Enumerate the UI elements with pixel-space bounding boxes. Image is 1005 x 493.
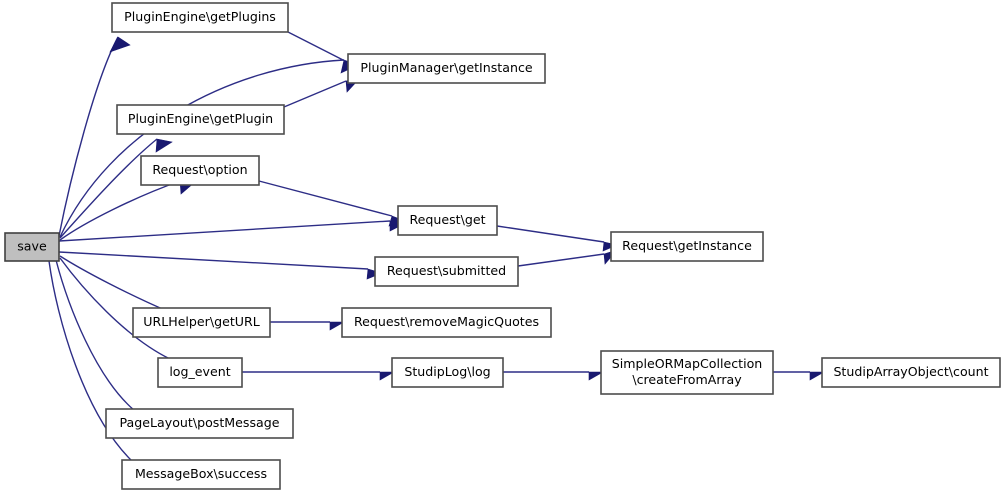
edge-line: [59, 180, 181, 241]
node-request_getinstance[interactable]: Request\getInstance: [610, 231, 764, 262]
node-box[interactable]: [374, 256, 519, 287]
node-label: Request\option: [152, 162, 247, 177]
node-label: Request\submitted: [387, 263, 506, 278]
node-label: MessageBox\success: [135, 466, 267, 481]
node-box[interactable]: [4, 232, 60, 262]
node-box[interactable]: [121, 459, 281, 490]
node-box[interactable]: [132, 307, 271, 338]
node-label: \createFromArray: [632, 372, 742, 387]
edge-save-to-request_option: [59, 180, 196, 241]
node-save[interactable]: save: [4, 232, 60, 262]
node-studiplog_log[interactable]: StudipLog\log: [391, 357, 504, 388]
node-messagebox_success[interactable]: MessageBox\success: [121, 459, 281, 490]
node-label: log_event: [169, 364, 230, 379]
node-box[interactable]: [600, 350, 774, 395]
node-pluginmanager_getinstance[interactable]: PluginManager\getInstance: [347, 53, 546, 84]
node-box[interactable]: [140, 155, 260, 186]
node-box[interactable]: [610, 231, 764, 262]
node-label: Request\getInstance: [622, 238, 752, 253]
node-box[interactable]: [157, 357, 243, 388]
node-label: PluginEngine\getPlugin: [128, 111, 273, 126]
node-request_get[interactable]: Request\get: [397, 205, 498, 236]
node-label: PluginEngine\getPlugins: [124, 9, 276, 24]
arrowhead-icon: [809, 371, 826, 381]
edge-save-to-request_get: [58, 220, 405, 242]
edge-line: [59, 257, 171, 360]
edge-line: [258, 180, 393, 217]
node-box[interactable]: [821, 357, 1001, 388]
edge-line: [496, 225, 605, 243]
node-box[interactable]: [116, 104, 285, 135]
edge-line: [59, 59, 345, 238]
node-request_option[interactable]: Request\option: [140, 155, 260, 186]
edge-request_option-to-request_get: [258, 180, 406, 227]
node-box[interactable]: [105, 408, 294, 439]
edge-save-to-request_submitted: [58, 251, 383, 280]
node-label: save: [17, 239, 47, 254]
node-box[interactable]: [341, 307, 552, 338]
edge-line: [48, 260, 133, 462]
node-label: SimpleORMapCollection: [612, 356, 763, 371]
arrowhead-icon: [329, 321, 346, 331]
node-label: Request\removeMagicQuotes: [354, 314, 539, 329]
node-log_event[interactable]: log_event: [157, 357, 243, 388]
edge-save-to-messagebox_success: [48, 260, 146, 473]
node-box[interactable]: [111, 2, 289, 33]
edge-save-to-pagelayout_postmessage: [55, 259, 149, 423]
edge-simpleormapcollection_createfromarray-to-studiparrayobject_count: [773, 371, 826, 381]
node-label: Request\get: [409, 212, 485, 227]
edge-request_get-to-request_getinstance: [496, 225, 618, 252]
edge-save-to-pluginmanager_getinstance: [59, 59, 359, 238]
node-request_removemagicquotes[interactable]: Request\removeMagicQuotes: [341, 307, 552, 338]
node-box[interactable]: [391, 357, 504, 388]
edge-log_event-to-studiplog_log: [242, 371, 396, 381]
arrowhead-icon: [588, 371, 605, 381]
edge-request_submitted-to-request_getinstance: [517, 249, 618, 267]
edge-line: [59, 255, 168, 312]
node-studiparrayobject_count[interactable]: StudipArrayObject\count: [821, 357, 1001, 388]
edge-line: [55, 259, 136, 412]
node-box[interactable]: [347, 53, 546, 84]
arrowhead-icon: [379, 371, 396, 381]
edge-line: [58, 220, 391, 242]
node-label: PluginManager\getInstance: [360, 60, 532, 75]
edge-line: [517, 253, 605, 267]
node-label: StudipLog\log: [404, 364, 490, 379]
node-pluginengine_getplugins[interactable]: PluginEngine\getPlugins: [111, 2, 289, 33]
edge-line: [287, 31, 346, 62]
edge-studiplog_log-to-simpleormapcollection_createfromarray: [503, 371, 605, 381]
node-simpleormapcollection_createfromarray[interactable]: SimpleORMapCollection\createFromArray: [600, 350, 774, 395]
arrowhead-icon: [155, 138, 173, 153]
edge-urlhelper_geturl-to-request_removemagicquotes: [270, 321, 346, 331]
node-label: PageLayout\postMessage: [120, 415, 280, 430]
edge-line: [58, 36, 119, 237]
node-pagelayout_postmessage[interactable]: PageLayout\postMessage: [105, 408, 294, 439]
arrowhead-icon: [109, 36, 131, 53]
node-box[interactable]: [397, 205, 498, 236]
edge-line: [59, 138, 158, 239]
node-label: URLHelper\getURL: [143, 314, 260, 329]
edge-line: [283, 80, 347, 108]
edges-layer: [48, 31, 826, 473]
node-request_submitted[interactable]: Request\submitted: [374, 256, 519, 287]
edge-save-to-pluginengine_getplugins: [58, 36, 131, 237]
edge-save-to-pluginengine_getplugin: [59, 138, 173, 239]
node-label: StudipArrayObject\count: [833, 364, 988, 379]
nodes-layer: save PluginEngine\getPluginsPluginManager…: [4, 2, 1001, 490]
node-pluginengine_getplugin[interactable]: PluginEngine\getPlugin: [116, 104, 285, 135]
edge-line: [58, 251, 369, 270]
node-urlhelper_geturl[interactable]: URLHelper\getURL: [132, 307, 271, 338]
